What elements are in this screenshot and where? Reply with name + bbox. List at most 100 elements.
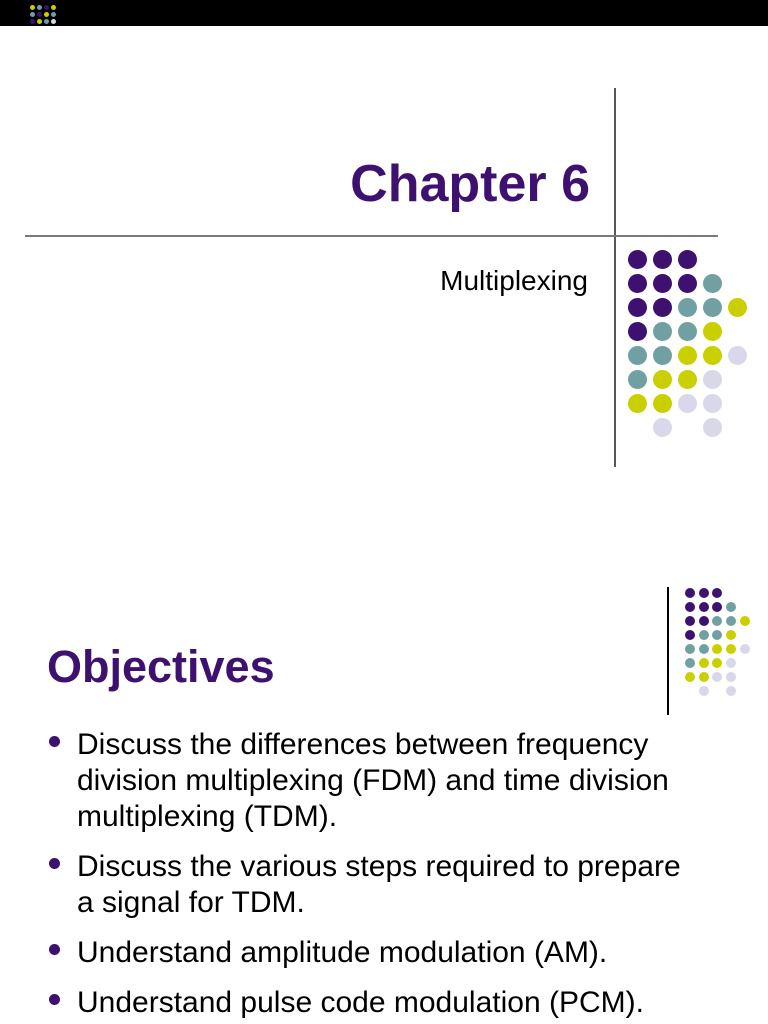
viewer-logo-dot (30, 5, 35, 10)
deco-dot (702, 321, 722, 341)
viewer-logo-icon (30, 5, 56, 24)
chapter-subtitle: Multiplexing (440, 265, 588, 296)
deco-dot (712, 602, 723, 612)
deco-dot (652, 297, 672, 317)
bullet-icon (49, 858, 60, 869)
deco-dot (627, 393, 647, 413)
deco-dot (677, 369, 697, 389)
deco-dot (726, 658, 737, 668)
viewer-logo-dot (30, 12, 35, 17)
deco-dot (702, 273, 722, 293)
bullet-item: Understand pulse code modulation (PCM). (49, 985, 742, 1021)
deco-dot (698, 630, 709, 640)
deco-dot (652, 249, 672, 269)
bullet-icon (49, 944, 60, 955)
objectives-title: Objectives (47, 641, 275, 692)
deco-dot (712, 630, 723, 640)
deco-dot (685, 658, 695, 668)
deco-dot (627, 273, 647, 293)
viewer-logo-dot (37, 5, 42, 10)
deco-dot (702, 297, 722, 317)
bullet-line: Discuss the various steps required to pr… (77, 850, 681, 883)
bullet-line: multiplexing (TDM). (77, 800, 338, 833)
bullet-icon (49, 736, 60, 747)
vertical-divider-line-small (667, 587, 669, 715)
deco-dot (726, 630, 737, 640)
viewer-top-bar (0, 0, 768, 26)
viewer-logo-row (30, 12, 56, 17)
deco-dot (677, 297, 697, 317)
bullet-line: Understand amplitude modulation (AM). (77, 936, 608, 969)
deco-dot (698, 588, 709, 598)
deco-dot (627, 297, 647, 317)
deco-dot (677, 321, 697, 341)
viewer-logo-dot (51, 12, 56, 17)
deco-dot (677, 345, 697, 365)
deco-dot (726, 602, 737, 612)
deco-dot (698, 686, 709, 696)
deco-dot (627, 369, 647, 389)
viewer-logo-dot (44, 12, 49, 17)
deco-dot (712, 644, 723, 654)
deco-dot (685, 672, 695, 682)
deco-dot (739, 616, 750, 626)
deco-dot (726, 672, 737, 682)
bullet-icon (49, 994, 60, 1005)
viewer-logo-dot (51, 19, 56, 24)
deco-dot (685, 588, 695, 598)
deco-dot (712, 672, 723, 682)
deco-dot (685, 616, 695, 626)
viewer-logo-row (30, 5, 56, 10)
deco-dot (652, 393, 672, 413)
deco-dot (677, 273, 697, 293)
viewer-logo-dot (37, 19, 42, 24)
bullet-item: Discuss the various steps required to pr… (49, 849, 742, 921)
chapter-title: Chapter 6 (350, 155, 590, 213)
deco-dot (726, 616, 737, 626)
viewer-logo-dot (44, 19, 49, 24)
deco-dot (726, 686, 737, 696)
vertical-divider-line (614, 88, 616, 467)
deco-dot (698, 672, 709, 682)
viewer-logo-dot (51, 5, 56, 10)
deco-dot (698, 658, 709, 668)
viewer-logo-row (30, 19, 56, 24)
deco-dot (698, 602, 709, 612)
bullet-line: Understand pulse code modulation (PCM). (77, 986, 644, 1019)
deco-dot (702, 369, 722, 389)
deco-dot (627, 345, 647, 365)
bullet-line: a signal for TDM. (77, 886, 305, 919)
deco-dot (627, 321, 647, 341)
deco-dot (727, 345, 747, 365)
deco-dot (702, 345, 722, 365)
deco-dot (652, 345, 672, 365)
bullet-line: division multiplexing (FDM) and time div… (77, 764, 669, 797)
deco-dot (652, 321, 672, 341)
objectives-list: Discuss the differences between frequenc… (49, 727, 742, 1024)
deco-dot (685, 644, 695, 654)
bullet-item: Discuss the differences between frequenc… (49, 727, 742, 835)
deco-dot (739, 644, 750, 654)
deco-dot (712, 588, 723, 598)
deco-dot (702, 417, 722, 437)
deco-dot (677, 393, 697, 413)
deco-dot (698, 616, 709, 626)
viewer-logo-dot (30, 19, 35, 24)
viewer-logo-dot (37, 12, 42, 17)
deco-dot (652, 369, 672, 389)
deco-dot (698, 644, 709, 654)
deco-dot (702, 393, 722, 413)
deco-dot (677, 249, 697, 269)
deco-dot (726, 644, 737, 654)
deco-dot (685, 630, 695, 640)
deco-dot (712, 616, 723, 626)
deco-dot (685, 602, 695, 612)
deco-dot (627, 249, 647, 269)
bullet-item: Understand amplitude modulation (AM). (49, 935, 742, 971)
deco-dot (712, 658, 723, 668)
deco-dot (652, 417, 672, 437)
bullet-line: Discuss the differences between frequenc… (77, 728, 649, 761)
deco-dot (652, 273, 672, 293)
deco-dot (727, 297, 747, 317)
